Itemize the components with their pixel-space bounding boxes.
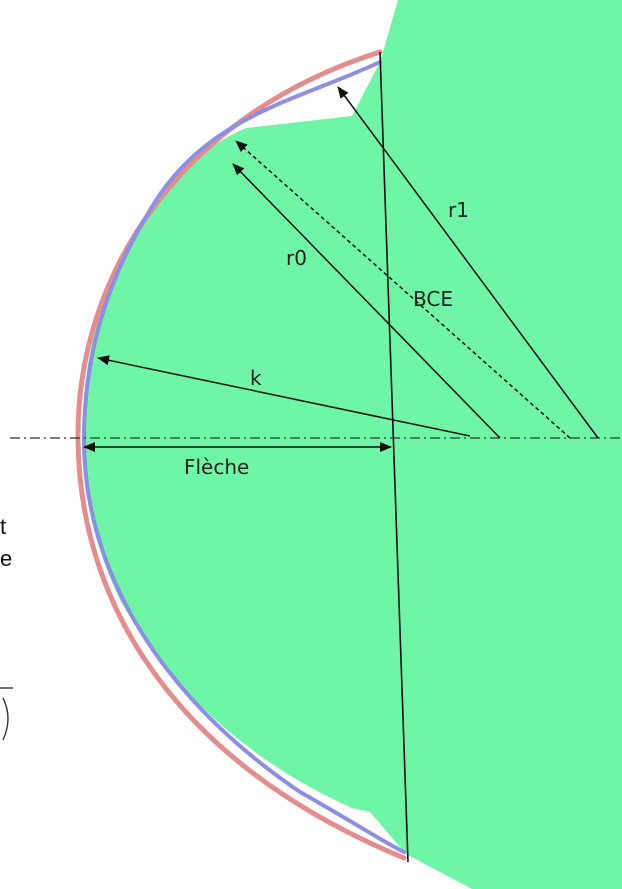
formula-fragment-paren xyxy=(2,697,9,741)
bce-label: BCE xyxy=(413,287,453,311)
r1-label: r1 xyxy=(448,198,469,222)
edge-fragment-t: t xyxy=(0,514,6,539)
k-label: k xyxy=(250,366,262,390)
blue-edge-curve xyxy=(81,60,406,854)
red-edge-curve xyxy=(75,49,407,861)
r1-radius-arrow xyxy=(337,86,599,439)
edge-fragment-e: e xyxy=(0,546,12,571)
r0-label: r0 xyxy=(286,246,307,270)
r0-radius-arrow xyxy=(232,163,501,439)
chord-line xyxy=(379,51,409,863)
lens-body xyxy=(82,0,622,889)
bce-radius-arrow xyxy=(235,140,571,439)
fleche-label: Flèche xyxy=(184,455,249,479)
k-radius-arrow xyxy=(97,355,471,437)
